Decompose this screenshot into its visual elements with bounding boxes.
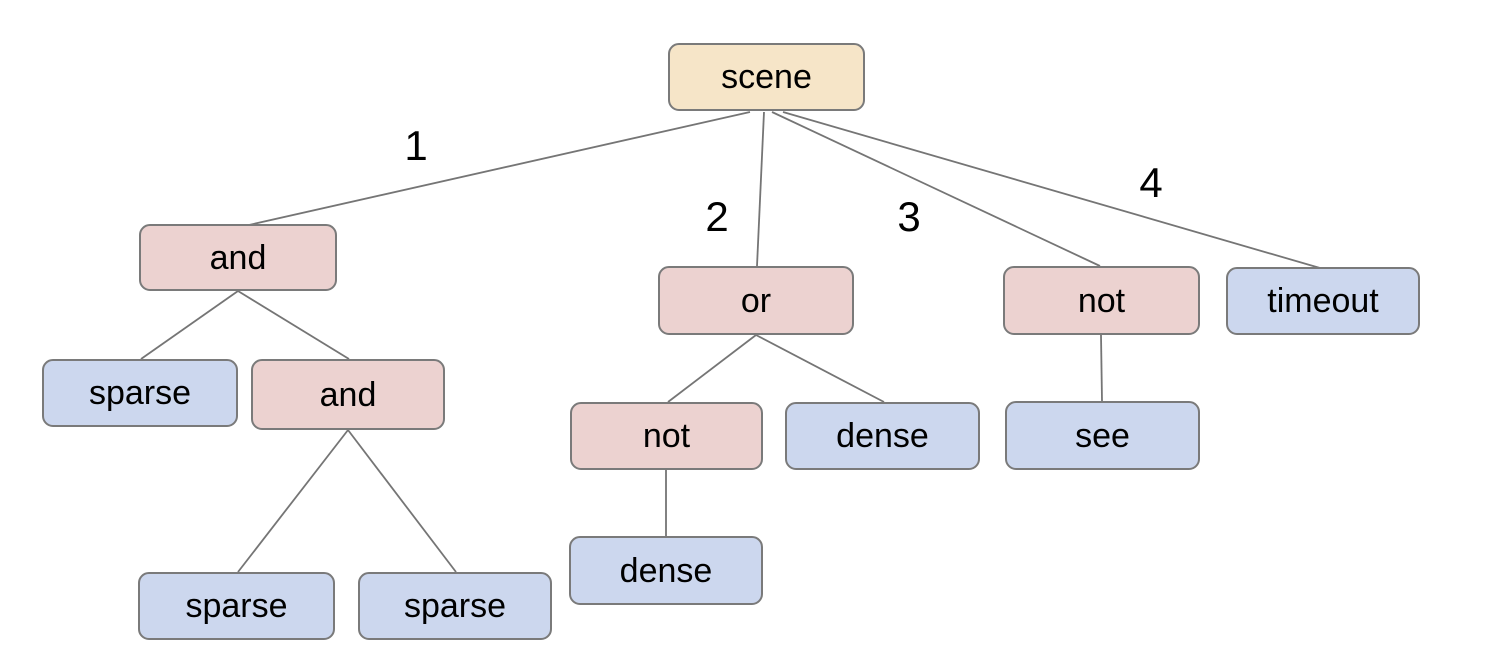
edge-label-4: 4 <box>1139 159 1162 206</box>
edge-and2-sparse3 <box>347 429 457 573</box>
tree-node-not2: not <box>570 402 763 470</box>
edge-or1-not2 <box>667 334 757 403</box>
tree-node-dense1: dense <box>785 402 980 470</box>
tree-node-and2: and <box>251 359 445 430</box>
edge-label-1: 1 <box>404 122 427 169</box>
node-label: sparse <box>403 587 507 625</box>
tree-node-not1: not <box>1003 266 1200 335</box>
edge-scene-not1 <box>771 111 1101 267</box>
edge-label-3: 3 <box>897 193 920 240</box>
node-label: sparse <box>185 587 288 625</box>
node-label: scene <box>721 58 812 96</box>
edge-and1-sparse1 <box>140 290 239 360</box>
tree-node-see1: see <box>1005 401 1200 470</box>
node-label: dense <box>836 417 929 455</box>
edge-scene-timeout1 <box>782 111 1321 269</box>
tree-node-timeout1: timeout <box>1226 267 1420 335</box>
edge-scene-or1 <box>756 111 765 267</box>
edge-scene-and1 <box>239 111 751 228</box>
node-label: timeout <box>1267 282 1379 320</box>
tree-node-scene: scene <box>668 43 865 111</box>
edge-not1-see1 <box>1100 334 1103 402</box>
tree-node-sparse1: sparse <box>42 359 238 427</box>
edge-and2-sparse2 <box>237 429 349 573</box>
node-label: sparse <box>88 374 192 412</box>
edge-label-2: 2 <box>705 193 728 240</box>
tree-node-sparse3: sparse <box>358 572 552 640</box>
node-label: and <box>319 375 377 414</box>
node-label: not <box>642 417 691 455</box>
tree-node-and1: and <box>139 224 337 291</box>
tree-node-sparse2: sparse <box>138 572 335 640</box>
node-label: not <box>1077 281 1126 320</box>
node-label: and <box>209 238 267 277</box>
edge-and1-and2 <box>237 290 350 360</box>
node-label: or <box>740 281 772 320</box>
edge-or1-dense1 <box>755 334 885 403</box>
tree-node-dense2: dense <box>569 536 763 605</box>
node-label: dense <box>619 551 713 590</box>
node-label: see <box>1075 416 1130 455</box>
tree-node-or1: or <box>658 266 854 335</box>
